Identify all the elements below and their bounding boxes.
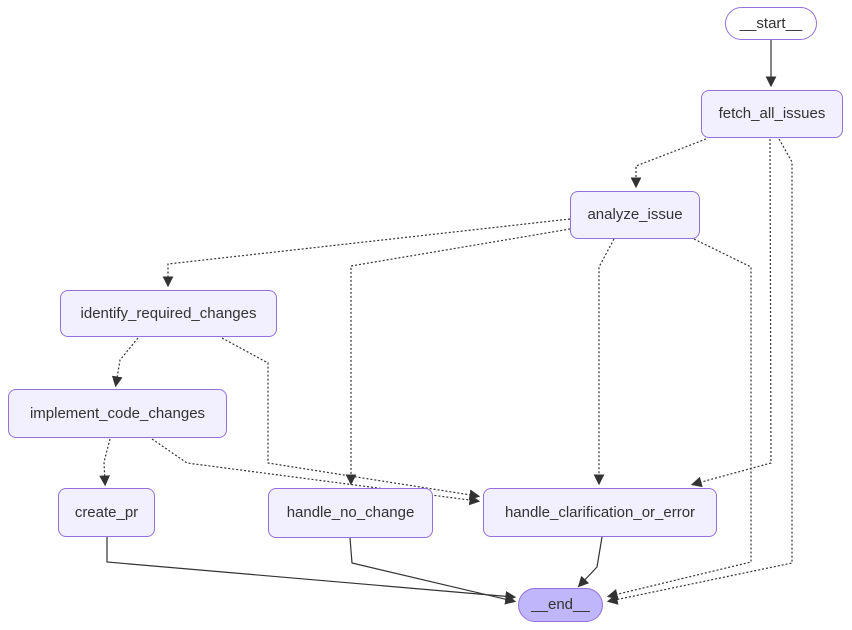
node-label-create_pr: create_pr (74, 503, 139, 521)
node-label-identify_required_changes: identify_required_changes (80, 304, 257, 322)
edge-analyze_issue-to-handle_clarification_or_error (593, 238, 615, 486)
edge-analyze_issue-to-__end__ (606, 238, 752, 600)
node-__end__: __end__ (518, 588, 603, 622)
node-analyze_issue: analyze_issue (570, 191, 700, 239)
edge-analyze_issue-to-identify_required_changes (162, 218, 571, 288)
node-create_pr: create_pr (58, 488, 155, 537)
node-label-handle_clarification_or_error: handle_clarification_or_error (504, 503, 696, 521)
node-label-__end__: __end__ (531, 596, 590, 613)
edge-create_pr-to-__end__ (106, 537, 517, 602)
edge-fetch_all_issues-to-__end__ (606, 138, 793, 605)
node-label-implement_code_changes: implement_code_changes (29, 404, 206, 422)
edge-fetch_all_issues-to-handle_clarification_or_error (690, 138, 772, 488)
node-fetch_all_issues: fetch_all_issues (701, 90, 843, 138)
node-implement_code_changes: implement_code_changes (8, 389, 227, 438)
edge-handle_clarification_or_error-to-__end__ (577, 536, 603, 588)
node-label-fetch_all_issues: fetch_all_issues (718, 105, 826, 122)
node-identify_required_changes: identify_required_changes (60, 290, 277, 337)
node-handle_clarification_or_error: handle_clarification_or_error (483, 488, 717, 537)
edge-identify_required_changes-to-implement_code_changes (111, 337, 139, 388)
edge-handle_no_change-to-__end__ (349, 537, 517, 605)
edge-fetch_all_issues-to-analyze_issue (630, 138, 707, 189)
edge-implement_code_changes-to-create_pr (99, 438, 111, 487)
node-label-analyze_issue: analyze_issue (587, 206, 683, 223)
node-__start__: __start__ (725, 7, 817, 40)
edge-analyze_issue-to-handle_no_change (345, 228, 571, 486)
node-handle_no_change: handle_no_change (268, 488, 433, 538)
node-label-__start__: __start__ (739, 14, 803, 32)
node-label-handle_no_change: handle_no_change (286, 504, 415, 521)
